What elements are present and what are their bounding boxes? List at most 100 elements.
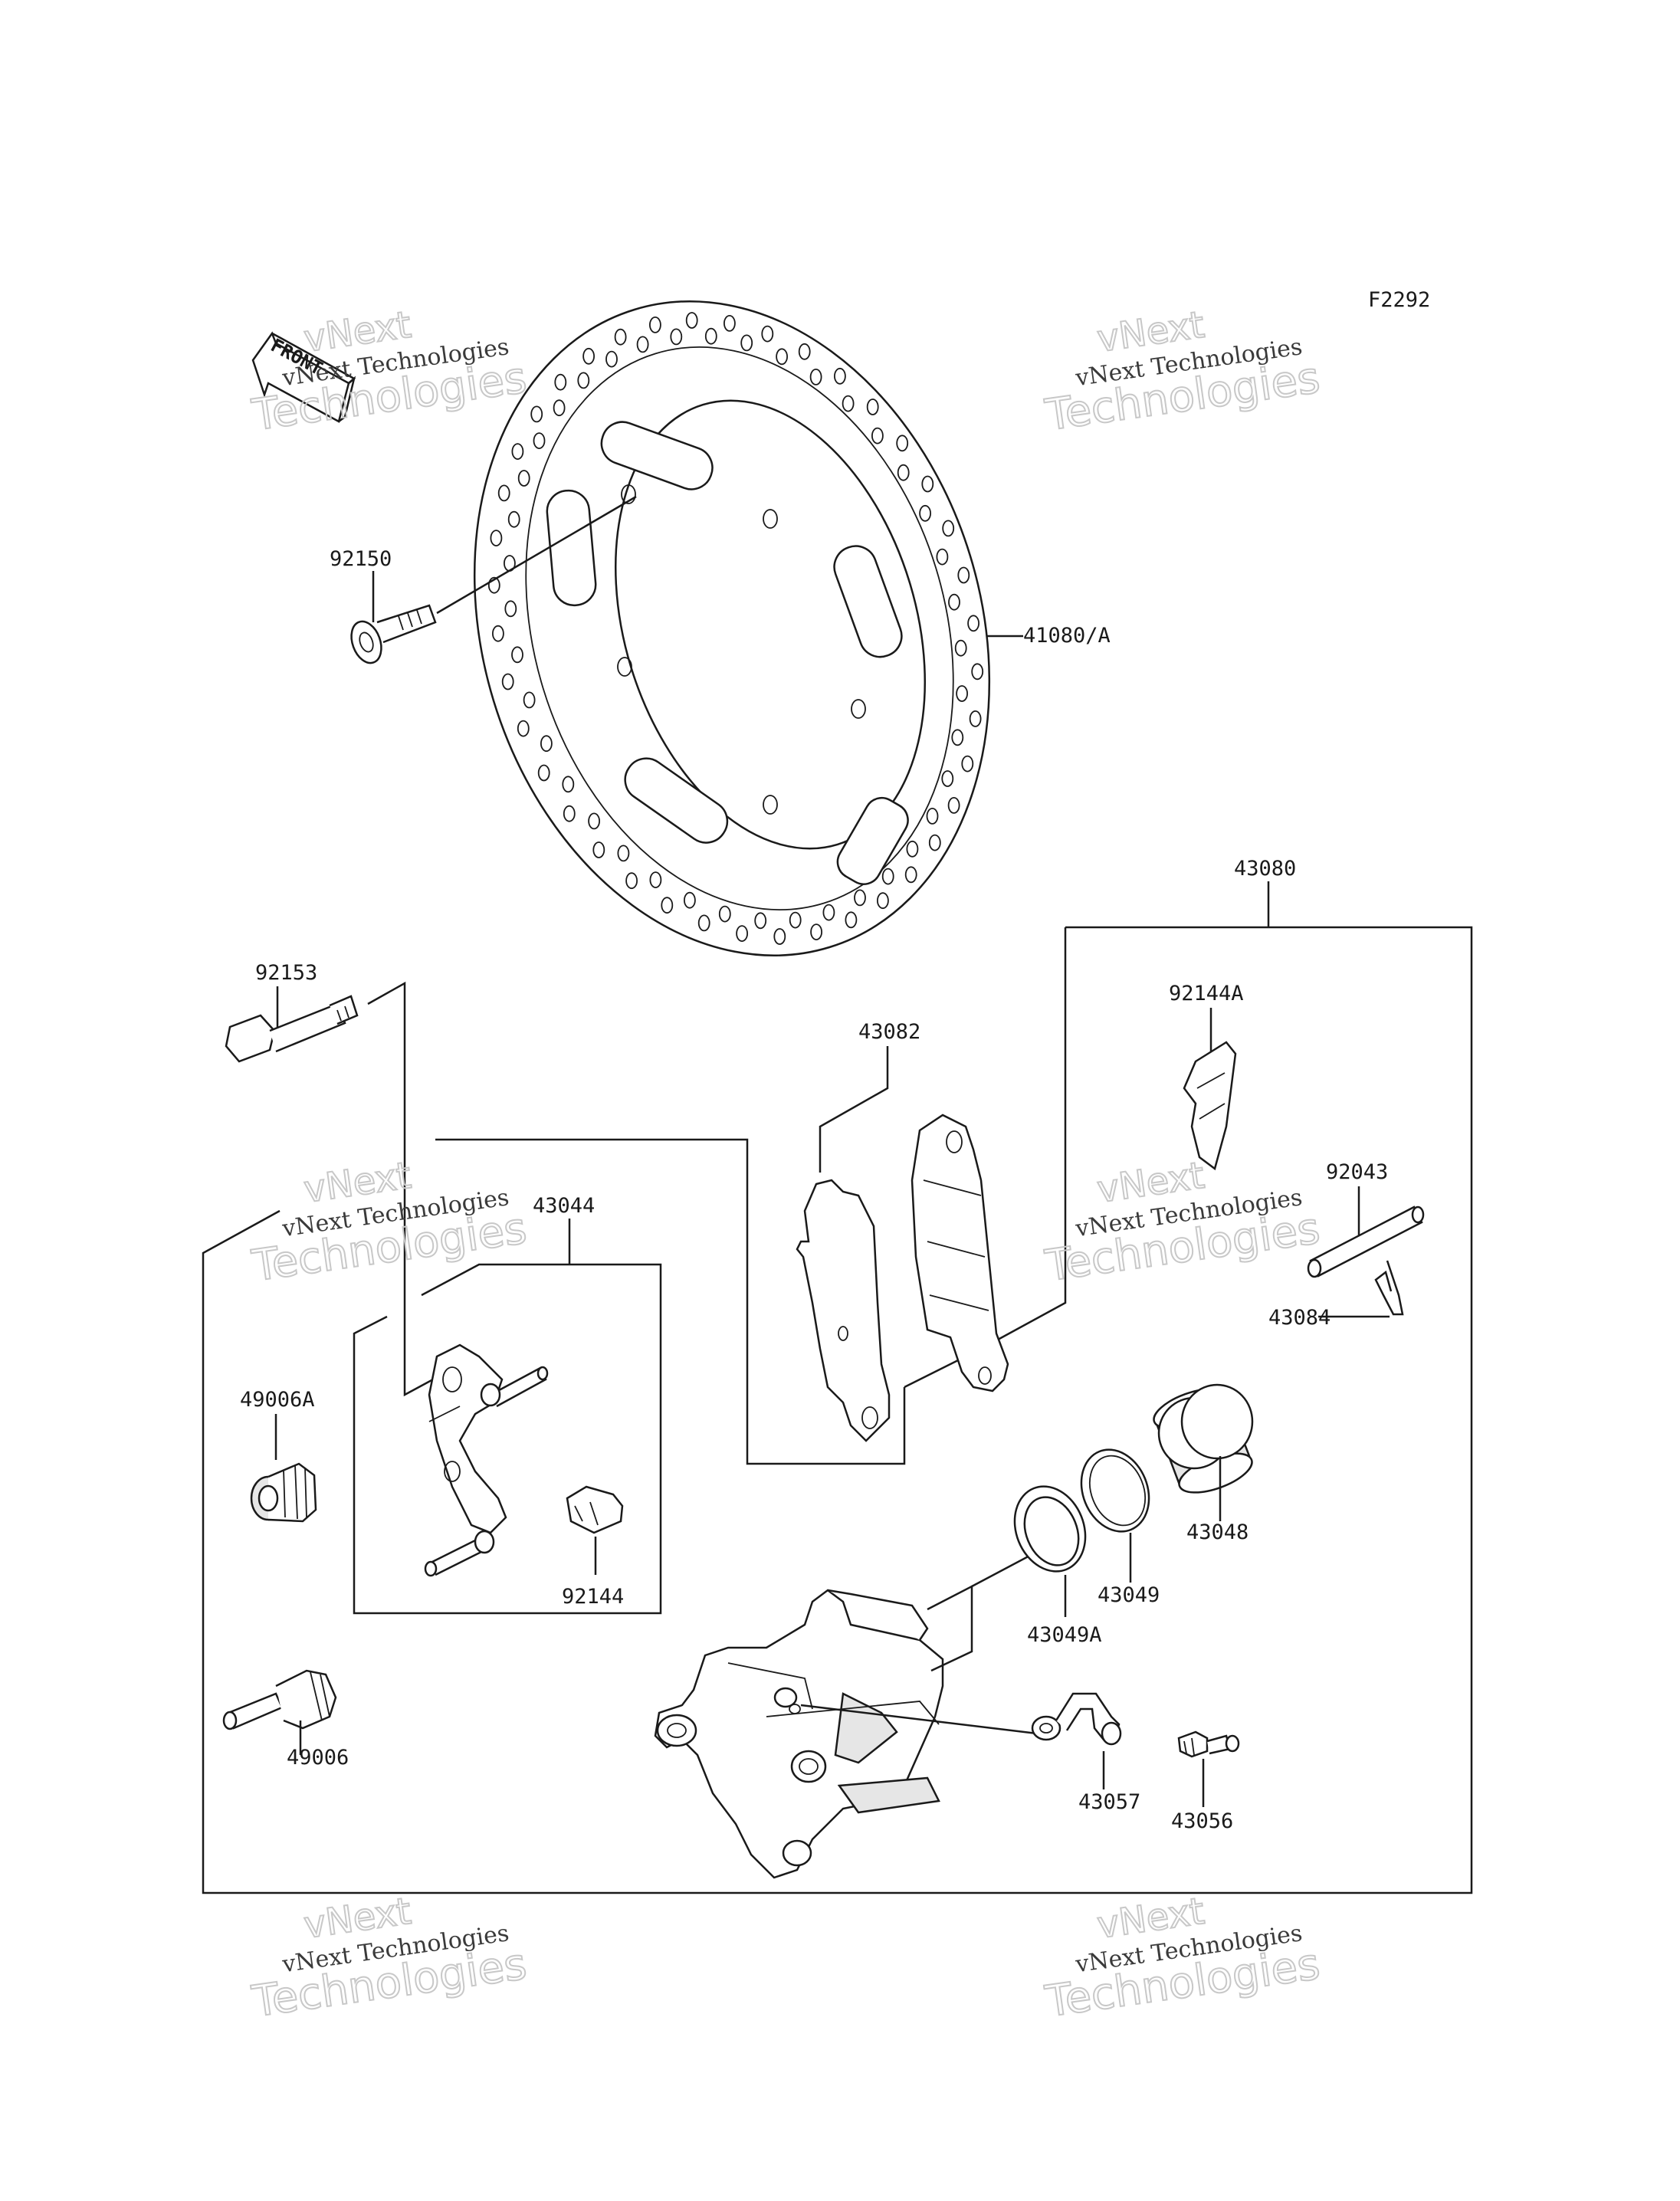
disc-vent-hole xyxy=(947,797,960,814)
disc-vent-hole xyxy=(492,625,504,642)
pin-clip[interactable] xyxy=(1374,1260,1404,1316)
label-43080: 43080 xyxy=(1234,857,1296,881)
caliper-bolt[interactable] xyxy=(225,995,359,1063)
disc-vent-hole xyxy=(866,399,879,415)
disc-vent-hole xyxy=(517,470,530,487)
piston-seal[interactable] xyxy=(1069,1439,1160,1541)
disc-vent-hole xyxy=(490,530,503,546)
bracket-box xyxy=(353,1263,662,1615)
disc-vent-hole xyxy=(636,336,649,353)
disc-vent-hole xyxy=(948,593,960,611)
bleed-valve[interactable] xyxy=(1177,1730,1240,1758)
disc-vent-hole xyxy=(511,646,523,664)
disc-vent-hole xyxy=(718,905,731,923)
label-43056: 43056 xyxy=(1171,1809,1233,1833)
brake-pad-inner[interactable] xyxy=(796,1179,891,1442)
disc-vent-hole xyxy=(649,871,662,888)
disc-vent-hole xyxy=(809,368,822,385)
disc-vent-hole xyxy=(897,464,910,481)
label-92144: 92144 xyxy=(562,1585,624,1609)
disc-vent-hole xyxy=(941,770,954,787)
disc-vent-hole xyxy=(563,805,576,822)
disc-vent-hole xyxy=(523,691,536,709)
label-43044: 43044 xyxy=(533,1194,595,1218)
disc-vent-hole xyxy=(588,812,600,830)
disc-vent-hole xyxy=(798,343,811,360)
disc-vent-hole xyxy=(617,845,630,862)
disc-vent-hole xyxy=(507,510,520,528)
disc-vent-hole xyxy=(704,327,717,345)
figure-code: F2292 xyxy=(1368,288,1430,312)
disc-vent-hole xyxy=(661,897,674,914)
disc-vent-hole xyxy=(926,808,939,825)
disc-vent-hole xyxy=(954,639,967,657)
disc-vent-hole xyxy=(961,755,974,772)
disc-vent-hole xyxy=(956,685,968,702)
disc-vent-hole xyxy=(969,710,982,727)
disc-vent-hole xyxy=(936,548,949,566)
dust-seal[interactable] xyxy=(1002,1476,1098,1583)
disc-vent-hole xyxy=(854,889,866,907)
disc-vent-hole xyxy=(822,904,835,921)
pad-pin[interactable] xyxy=(1307,1205,1425,1278)
disc-vent-hole xyxy=(685,312,698,329)
disc-bolt-leader xyxy=(436,495,637,615)
disc-vent-hole xyxy=(928,834,941,851)
disc-vent-hole xyxy=(776,348,788,366)
label-92153: 92153 xyxy=(255,961,317,985)
disc-vent-hole xyxy=(761,325,774,343)
bleed-cap[interactable] xyxy=(1031,1692,1122,1746)
disc-vent-hole xyxy=(697,914,710,932)
disc-vent-hole xyxy=(877,892,889,910)
disc-vent-hole xyxy=(896,435,909,452)
disc-vent-hole xyxy=(582,347,595,365)
slide-boot[interactable] xyxy=(250,1462,317,1523)
disc-vent-hole xyxy=(605,350,618,368)
caliper-bracket[interactable] xyxy=(424,1343,549,1577)
disc-vent-hole xyxy=(740,334,753,352)
disc-vent-hole xyxy=(724,314,736,332)
brake-pad-outer[interactable] xyxy=(911,1114,1009,1392)
disc-vent-hole xyxy=(487,576,500,594)
pad-spring[interactable] xyxy=(1183,1041,1237,1171)
disc-vent-hole xyxy=(649,316,661,333)
label-92144A: 92144A xyxy=(1169,982,1244,1005)
caliper-assy-outline xyxy=(202,926,1473,1894)
disc-vent-hole xyxy=(537,764,550,782)
label-43084: 43084 xyxy=(1268,1306,1331,1330)
disc-vent-hole xyxy=(501,673,514,690)
label-49006: 49006 xyxy=(287,1746,349,1770)
disc-bolt[interactable] xyxy=(346,604,437,667)
piston[interactable] xyxy=(1149,1381,1257,1501)
label-92043: 92043 xyxy=(1326,1160,1388,1184)
label-43049: 43049 xyxy=(1098,1583,1160,1607)
disc-vent-hole xyxy=(842,395,855,412)
disc-vent-hole xyxy=(736,925,748,942)
disc-vent-hole xyxy=(921,475,934,493)
disc-vent-hole xyxy=(497,484,510,502)
disc-vent-hole xyxy=(971,663,984,681)
slide-pin[interactable] xyxy=(222,1669,337,1730)
disc-vent-hole xyxy=(871,427,884,444)
disc-vent-hole xyxy=(670,328,683,346)
disc-vent-hole xyxy=(577,372,590,389)
disc-vent-hole xyxy=(904,866,917,884)
disc-vent-hole xyxy=(625,872,638,890)
bracket-spring[interactable] xyxy=(566,1485,624,1534)
disc-vent-hole xyxy=(553,399,566,417)
disc-vent-hole xyxy=(957,566,970,584)
disc-vent-hole xyxy=(533,432,546,449)
brake-disc[interactable] xyxy=(396,237,1068,1020)
disc-vent-hole xyxy=(511,443,524,460)
caliper-body[interactable] xyxy=(654,1589,944,1879)
disc-vent-hole xyxy=(845,911,858,929)
label-43057: 43057 xyxy=(1078,1790,1140,1814)
disc-vent-hole xyxy=(684,891,696,909)
